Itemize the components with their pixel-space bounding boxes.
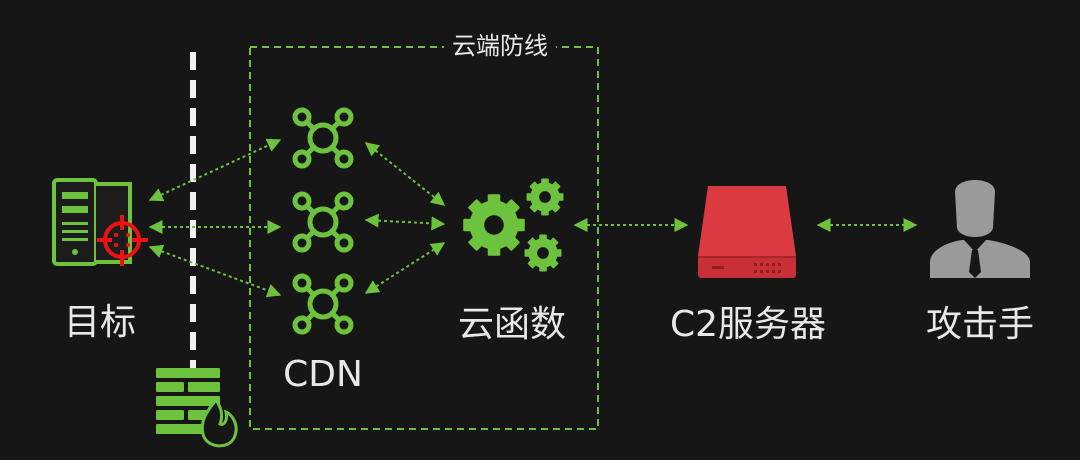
network-node-icon	[295, 110, 351, 166]
arrow-target-cdn-bottom	[148, 244, 282, 298]
server-box-icon	[698, 186, 796, 278]
user-icon	[930, 180, 1030, 278]
c2-server-label: C2服务器	[669, 304, 827, 345]
server-tower-icon	[52, 178, 132, 266]
arrow-cdn-bottom-function	[364, 242, 446, 294]
arrow-cdn-top-function	[364, 142, 446, 206]
attacker-label: 攻击手	[925, 304, 1035, 345]
zone-title: 云端防线	[444, 30, 556, 63]
connections	[148, 138, 918, 298]
arrow-target-cdn-top	[148, 138, 282, 202]
cloud-defense-zone	[249, 46, 599, 430]
firewall-icon	[156, 368, 238, 448]
cloud-function-label: 云函数	[457, 304, 567, 345]
target-label: 目标	[63, 302, 137, 343]
cdn-label: CDN	[283, 354, 363, 395]
arrow-cdn-mid-function	[364, 213, 446, 231]
network-node-icon	[295, 194, 351, 250]
gears-icon	[463, 178, 564, 272]
network-node-icon	[295, 276, 351, 332]
crosshair-icon	[97, 215, 148, 266]
